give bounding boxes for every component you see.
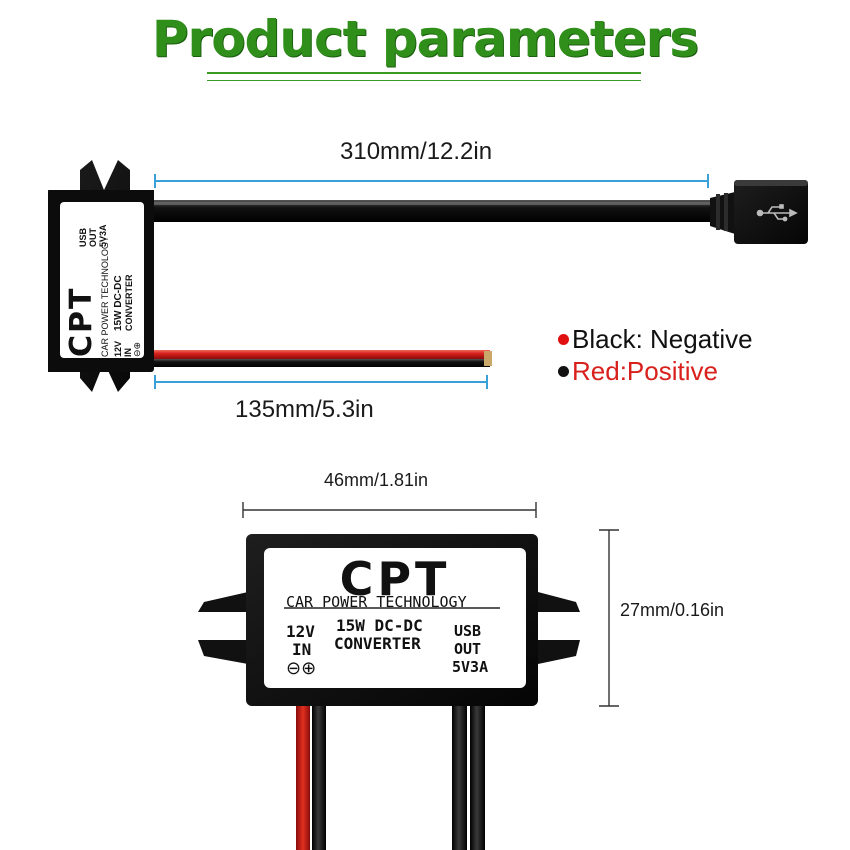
ear-right-top (538, 592, 580, 612)
ear-left-top (198, 592, 248, 612)
usb-symbol-icon (756, 204, 798, 222)
minus-icon: ⊖ (132, 349, 142, 357)
output-spec-small: 5V3A (98, 224, 108, 247)
converter-top-view (48, 160, 808, 392)
input-small: 12V (113, 340, 123, 357)
black-wire-down (312, 700, 326, 850)
usb-strain-relief (710, 192, 735, 234)
label-large-text: CPT CAR POWER TECHNOLOGY 12V IN ⊖⊕ 15W D… (264, 548, 526, 688)
red-dot-icon (558, 333, 569, 345)
subtitle-large: CAR POWER TECHNOLOGY (286, 593, 467, 611)
legend-red: Red:Positive (558, 356, 718, 387)
title-underline (207, 72, 641, 74)
minus-icon-large: ⊖ (286, 658, 302, 678)
usb-cable (150, 200, 715, 222)
red-wire-down (296, 700, 310, 850)
subtitle-small: CAR POWER TECHNOLOGY (100, 236, 110, 357)
dimension-line-width (242, 502, 537, 518)
output-large: USB (454, 622, 482, 640)
dimension-line-height (599, 529, 619, 707)
output-small: USB (78, 227, 88, 247)
legend-red-text: Red:Positive (572, 356, 718, 386)
output-spec-large: 5V3A (452, 658, 489, 676)
input-sub-large: IN (292, 640, 312, 659)
label-large (264, 548, 526, 688)
ear-right-bottom (538, 640, 580, 664)
title-underline-thin (207, 80, 641, 81)
ear-left-bottom (198, 640, 248, 664)
plus-icon: ⊕ (132, 341, 142, 350)
output-sub-small: OUT (88, 228, 98, 247)
model-large: 15W DC-DC (336, 616, 423, 635)
dimension-width: 46mm/1.81in (324, 470, 429, 490)
dimension-power-cable: 135mm/5.3in (235, 396, 374, 423)
dimension-line-usb (154, 174, 709, 188)
legend-black-text: Black: Negative (572, 324, 753, 354)
legend-black: Black: Negative (558, 324, 753, 355)
plus-icon-large: ⊕ (301, 658, 317, 678)
label-small-text: CPT CAR POWER TECHNOLOGY 12V IN ⊖⊕ 15W D… (60, 203, 144, 359)
converter-front-view (198, 534, 580, 850)
black-wire (150, 359, 490, 367)
dimension-line-power (154, 375, 488, 389)
output-sub-large: OUT (454, 640, 482, 658)
usb-wire-down-2 (470, 700, 485, 850)
dimension-height: 27mm/0.16in (620, 600, 725, 620)
brand-large: CPT (339, 552, 451, 606)
model-sub-large: CONVERTER (334, 634, 421, 653)
usb-wire-down-1 (452, 700, 467, 850)
red-wire (150, 350, 490, 359)
model-sub-small: CONVERTER (124, 274, 134, 331)
usb-plug (734, 180, 808, 244)
model-small: 15W DC-DC (113, 275, 124, 331)
brand-small: CPT (64, 286, 99, 357)
dimension-usb-cable: 310mm/12.2in (340, 138, 493, 165)
page-title: Product parameters (151, 10, 699, 68)
label-small (60, 202, 144, 358)
input-large: 12V (286, 622, 315, 641)
black-dot-icon (558, 365, 569, 377)
